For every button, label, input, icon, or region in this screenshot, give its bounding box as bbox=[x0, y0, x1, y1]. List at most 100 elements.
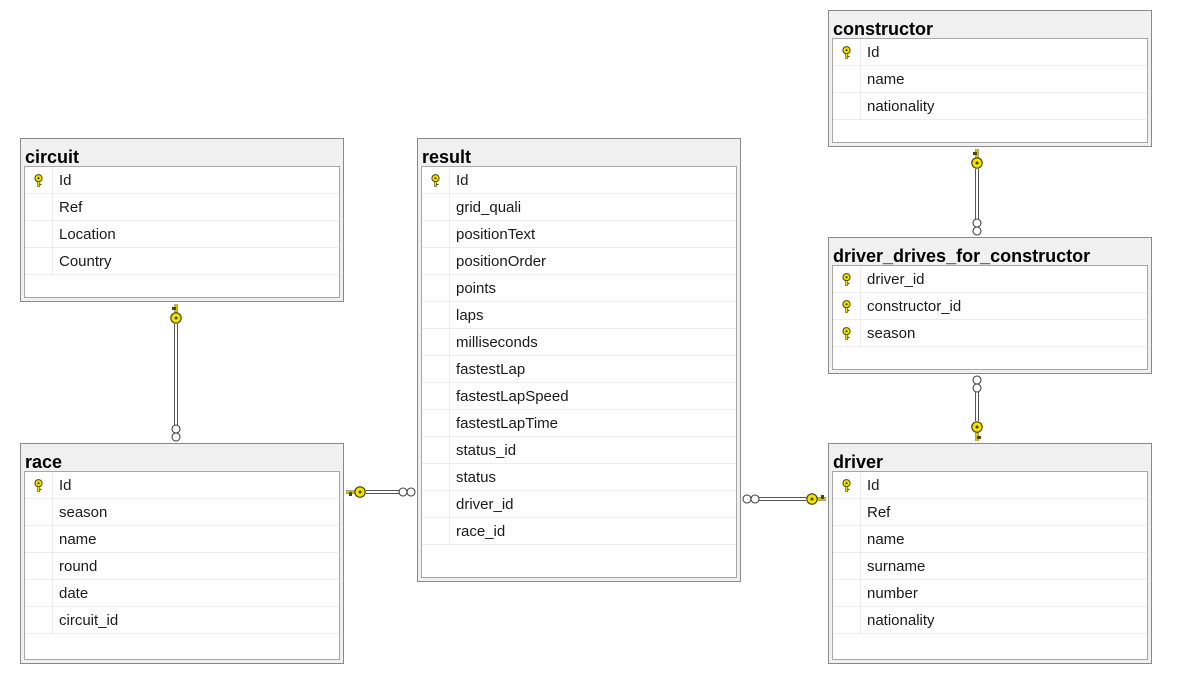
column-row[interactable]: driver_id bbox=[422, 491, 736, 518]
row-selector bbox=[422, 464, 450, 490]
column-name: Country bbox=[59, 253, 112, 270]
column-row[interactable]: positionOrder bbox=[422, 248, 736, 275]
many-end-infinity-icon[interactable] bbox=[972, 218, 982, 236]
column-row[interactable]: date bbox=[25, 580, 339, 607]
column-row[interactable]: fastestLapSpeed bbox=[422, 383, 736, 410]
table-title[interactable]: result bbox=[422, 147, 472, 166]
column-name: Id bbox=[456, 172, 469, 189]
column-row[interactable]: surname bbox=[833, 553, 1147, 580]
table-title[interactable]: constructor bbox=[833, 19, 934, 38]
column-row[interactable]: positionText bbox=[422, 221, 736, 248]
primary-key-icon bbox=[833, 472, 861, 498]
column-name: Id bbox=[867, 477, 880, 494]
relationship-driver-ddfc bbox=[971, 375, 983, 441]
column-name: positionOrder bbox=[456, 253, 547, 270]
column-row[interactable]: Id bbox=[25, 472, 339, 499]
many-end-infinity-icon[interactable] bbox=[972, 375, 982, 393]
primary-key-icon bbox=[422, 167, 450, 193]
row-selector bbox=[833, 607, 861, 633]
column-name: Id bbox=[867, 44, 880, 61]
column-row[interactable]: season bbox=[25, 499, 339, 526]
column-name: grid_quali bbox=[456, 199, 522, 216]
row-selector bbox=[833, 66, 861, 92]
column-row[interactable]: Id bbox=[422, 167, 736, 194]
row-selector bbox=[422, 248, 450, 274]
one-end-key-icon[interactable] bbox=[971, 149, 983, 169]
column-name: status_id bbox=[456, 442, 517, 459]
row-selector bbox=[422, 302, 450, 328]
column-row[interactable]: race_id bbox=[422, 518, 736, 545]
column-row[interactable]: points bbox=[422, 275, 736, 302]
column-row[interactable]: Ref bbox=[25, 194, 339, 221]
column-row[interactable]: round bbox=[25, 553, 339, 580]
column-name: Id bbox=[59, 477, 72, 494]
row-selector bbox=[422, 356, 450, 382]
column-row[interactable]: status bbox=[422, 464, 736, 491]
one-end-key-icon[interactable] bbox=[806, 493, 826, 505]
row-selector bbox=[833, 580, 861, 606]
relationship-circuit-race bbox=[170, 304, 182, 442]
column-row[interactable]: name bbox=[833, 66, 1147, 93]
column-name: nationality bbox=[867, 612, 935, 629]
many-end-infinity-icon[interactable] bbox=[742, 494, 760, 504]
column-row[interactable]: milliseconds bbox=[422, 329, 736, 356]
column-row[interactable]: nationality bbox=[833, 607, 1147, 634]
row-selector bbox=[25, 580, 53, 606]
column-name: driver_id bbox=[456, 496, 514, 513]
column-row[interactable]: name bbox=[833, 526, 1147, 553]
column-row[interactable]: constructor_id bbox=[833, 293, 1147, 320]
column-row[interactable]: Ref bbox=[833, 499, 1147, 526]
table-title[interactable]: race bbox=[25, 452, 63, 471]
column-row[interactable]: Id bbox=[833, 39, 1147, 66]
column-row[interactable]: Id bbox=[25, 167, 339, 194]
row-selector bbox=[422, 275, 450, 301]
column-row[interactable]: name bbox=[25, 526, 339, 553]
column-name: name bbox=[867, 71, 905, 88]
column-row[interactable]: laps bbox=[422, 302, 736, 329]
column-name: Id bbox=[59, 172, 72, 189]
column-name: positionText bbox=[456, 226, 536, 243]
column-name: fastestLapTime bbox=[456, 415, 558, 432]
primary-key-icon bbox=[833, 320, 861, 346]
column-name: Location bbox=[59, 226, 116, 243]
row-selector bbox=[422, 410, 450, 436]
column-row[interactable]: Country bbox=[25, 248, 339, 275]
column-row[interactable]: status_id bbox=[422, 437, 736, 464]
column-name: season bbox=[867, 325, 916, 342]
primary-key-icon bbox=[833, 39, 861, 65]
many-end-infinity-icon[interactable] bbox=[398, 487, 416, 497]
one-end-key-icon[interactable] bbox=[971, 421, 983, 441]
table-title[interactable]: driver bbox=[833, 452, 884, 471]
column-row[interactable]: fastestLap bbox=[422, 356, 736, 383]
one-end-key-icon[interactable] bbox=[170, 304, 182, 324]
table-title[interactable]: driver_drives_for_constructor bbox=[833, 246, 1091, 265]
column-row[interactable]: season bbox=[833, 320, 1147, 347]
column-row[interactable]: nationality bbox=[833, 93, 1147, 120]
column-row[interactable]: driver_id bbox=[833, 266, 1147, 293]
column-name: season bbox=[59, 504, 108, 521]
row-selector bbox=[422, 437, 450, 463]
column-row[interactable]: number bbox=[833, 580, 1147, 607]
column-row[interactable]: Id bbox=[833, 472, 1147, 499]
column-name: surname bbox=[867, 558, 926, 575]
column-row[interactable]: Location bbox=[25, 221, 339, 248]
primary-key-icon bbox=[25, 472, 53, 498]
many-end-infinity-icon[interactable] bbox=[171, 424, 181, 442]
column-row[interactable]: fastestLapTime bbox=[422, 410, 736, 437]
primary-key-icon bbox=[833, 266, 861, 292]
column-row[interactable]: circuit_id bbox=[25, 607, 339, 634]
table-title[interactable]: circuit bbox=[25, 147, 80, 166]
column-row[interactable]: grid_quali bbox=[422, 194, 736, 221]
one-end-key-icon[interactable] bbox=[346, 486, 366, 498]
row-selector bbox=[25, 194, 53, 220]
column-name: name bbox=[867, 531, 905, 548]
column-list: Id grid_quali positionText positionOrder poi… bbox=[421, 166, 737, 578]
